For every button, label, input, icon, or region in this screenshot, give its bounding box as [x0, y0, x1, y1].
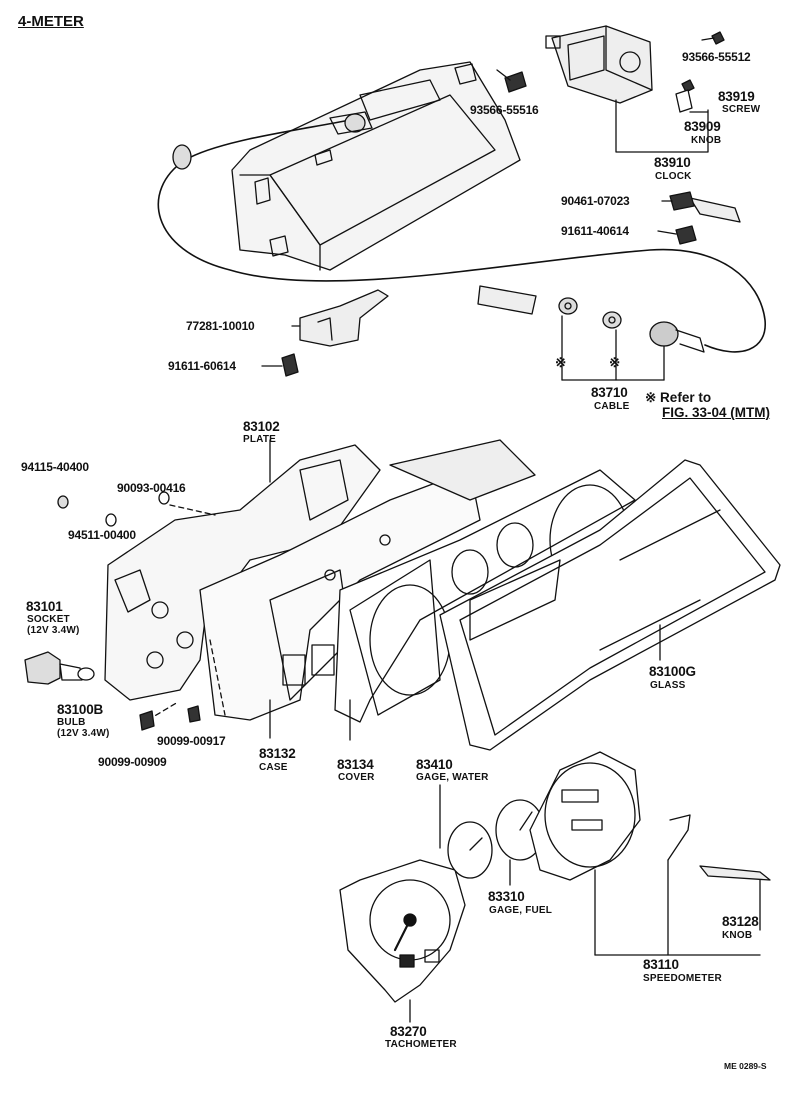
- part-83102-name: PLATE: [243, 434, 277, 445]
- part-90093-00416: 90093-00416: [117, 481, 186, 495]
- part-90099-00917: 90099-00917: [157, 734, 226, 748]
- part-90461-07023: 90461-07023: [561, 194, 630, 208]
- part-83100B-spec: (12V 3.4W): [57, 728, 110, 739]
- part-83310: 83310: [488, 889, 525, 904]
- part-83101-name: SOCKET: [27, 614, 70, 625]
- gauges-drawing: [339, 751, 771, 1023]
- part-83132-name: CASE: [259, 762, 288, 773]
- part-83100G: 83100G: [649, 664, 696, 679]
- part-83710: 83710: [591, 385, 628, 400]
- clock-drawing: [545, 25, 653, 104]
- screw-93566-55516-drawing: [496, 69, 527, 93]
- part-83110-name: SPEEDOMETER: [643, 973, 722, 984]
- glass-83100G-drawing: [439, 459, 781, 751]
- part-83909: 83909: [684, 119, 721, 134]
- part-83132: 83132: [259, 746, 296, 761]
- socket-bulb-drawing: [24, 651, 95, 685]
- part-83100B-name: BULB: [57, 717, 86, 728]
- part-83909-name: KNOB: [691, 135, 722, 146]
- part-83134-name: COVER: [338, 772, 375, 783]
- part-77281-10010: 77281-10010: [186, 319, 255, 333]
- part-83128: 83128: [722, 914, 759, 929]
- reference-note: ※ Refer to: [645, 390, 712, 405]
- part-83128-name: KNOB: [722, 930, 753, 941]
- part-83102: 83102: [243, 419, 280, 434]
- part-94115-40400: 94115-40400: [21, 460, 89, 474]
- clock-leader-line: [615, 99, 709, 153]
- part-83710-name: CABLE: [594, 401, 630, 412]
- part-83101-spec: (12V 3.4W): [27, 625, 80, 636]
- part-83101: 83101: [26, 599, 63, 614]
- upper-meter-housing: [231, 61, 521, 271]
- part-83100G-name: GLASS: [650, 680, 686, 691]
- part-83100B: 83100B: [57, 702, 104, 717]
- speedometer-cable-drawing: [157, 111, 766, 353]
- part-90099-00909: 90099-00909: [98, 755, 167, 769]
- part-91611-40614: 91611-40614: [561, 224, 629, 238]
- diagram-code: ME 0289-S: [724, 1061, 767, 1071]
- screw-83919-drawing: [675, 79, 695, 113]
- part-83919: 83919: [718, 89, 755, 104]
- part-83134: 83134: [337, 757, 374, 772]
- part-83410: 83410: [416, 757, 453, 772]
- clamp-drawing: [261, 289, 389, 377]
- part-93566-55512: 93566-55512: [682, 50, 751, 64]
- part-83270: 83270: [390, 1024, 427, 1039]
- part-83110: 83110: [643, 957, 679, 972]
- cable-end-pieces-drawing: [477, 285, 705, 381]
- diagram-title: 4-METER: [18, 13, 84, 30]
- bracket-drawing: [657, 191, 741, 245]
- part-83910: 83910: [654, 155, 691, 170]
- part-94511-00400: 94511-00400: [68, 528, 136, 542]
- part-83919-name: SCREW: [722, 104, 761, 115]
- part-83910-name: CLOCK: [655, 171, 692, 182]
- part-83410-name: GAGE, WATER: [416, 772, 489, 783]
- part-83270-name: TACHOMETER: [385, 1039, 457, 1050]
- part-91611-60614: 91611-60614: [168, 359, 236, 373]
- reference-mark-2: ※: [609, 355, 621, 370]
- reference-mark-1: ※: [555, 355, 567, 370]
- reference-figure: FIG. 33-04 (MTM): [662, 405, 771, 420]
- part-93566-55516: 93566-55516: [470, 103, 539, 117]
- screw-93566-55512-drawing: [701, 31, 725, 45]
- part-83310-name: GAGE, FUEL: [489, 905, 553, 916]
- small-hardware-drawing: [57, 491, 226, 731]
